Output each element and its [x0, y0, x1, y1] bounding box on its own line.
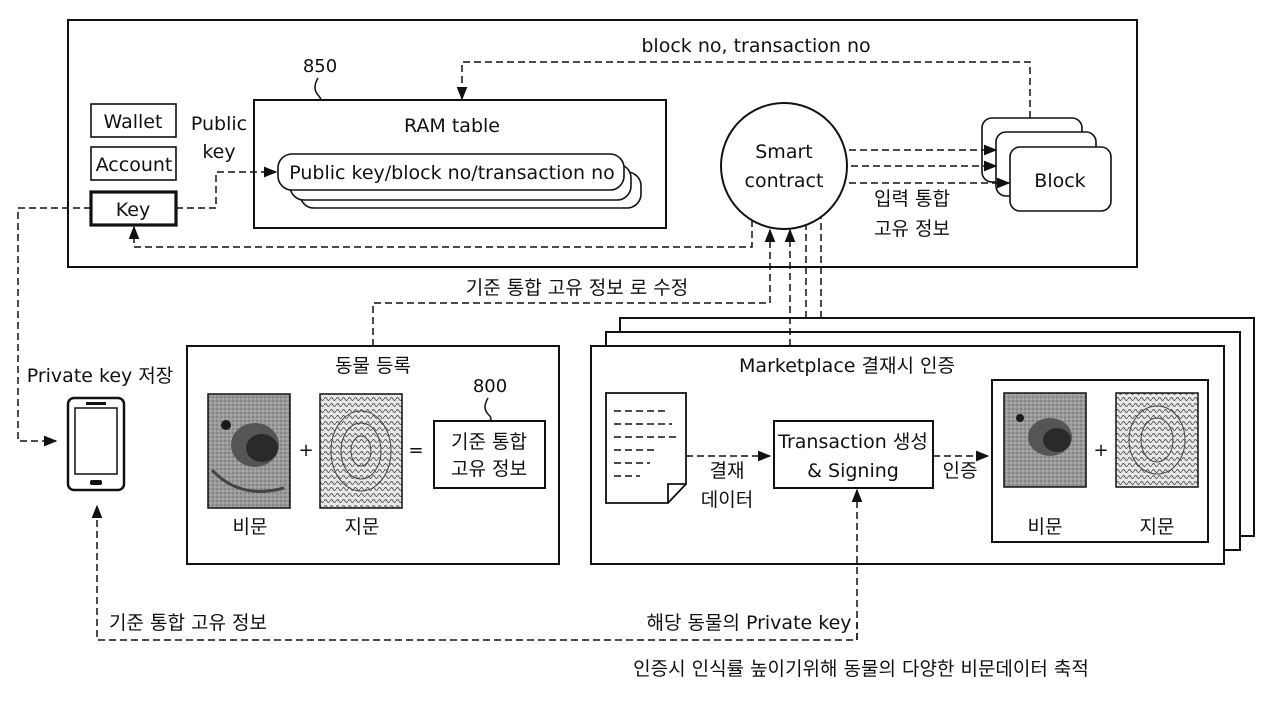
animal-private-key-label: 해당 동물의 Private key	[646, 612, 851, 634]
key-label: Key	[116, 199, 150, 221]
fingerprint-label: 지문	[345, 516, 380, 538]
payment-data-line2: 데이터	[701, 489, 753, 511]
payment-data-line1: 결재	[710, 460, 745, 482]
public-key-label-line2: key	[202, 141, 235, 163]
equals-sign: =	[408, 440, 423, 461]
marketplace-title: Marketplace 결재시 인증	[739, 355, 955, 377]
registration-to-sc-arrow	[372, 228, 776, 346]
plus-sign: +	[298, 440, 313, 461]
block-no-transaction-no-label: block no, transaction no	[641, 35, 870, 57]
ram-table-entry-text: Public key/block no/transaction no	[289, 162, 615, 184]
sc-to-key-arrow	[128, 220, 753, 248]
auth-plus-sign: +	[1093, 440, 1108, 461]
smart-contract-line1: Smart	[755, 141, 812, 163]
bottom-label-bg-right	[644, 606, 854, 636]
transaction-box	[773, 420, 934, 489]
key-to-phone-arrow	[17, 207, 91, 447]
fingerprint-image	[319, 393, 403, 509]
input-info-line1: 입력 통합	[874, 188, 950, 210]
auth-dog-nose-photo	[1003, 392, 1087, 488]
auth-nose-print-label: 비문	[1028, 516, 1063, 538]
ref-800-leader	[484, 397, 492, 422]
ram-table-title: RAM table	[404, 115, 500, 137]
ram-table-entry	[277, 153, 625, 191]
wallet-label: Wallet	[104, 111, 163, 133]
wallet-box	[90, 103, 177, 138]
transaction-line1: Transaction 생성	[777, 431, 928, 453]
reference-info-box	[433, 420, 546, 489]
public-key-label-line1: Public	[191, 113, 247, 135]
animal-registration-title: 동물 등록	[335, 355, 411, 377]
reference-info-line1: 기준 통합	[451, 431, 527, 453]
accumulate-note: 인증시 인식률 높이기위해 동물의 다양한 비문데이터 축적	[633, 658, 1089, 680]
smartphone-icon	[66, 396, 126, 492]
smart-contract-line2: contract	[745, 170, 824, 192]
dog-nose-photo	[207, 393, 291, 509]
auth-fingerprint-label: 지문	[1140, 516, 1175, 538]
bottom-flow-to-phone-arrow	[91, 504, 858, 641]
auth-fingerprint-image	[1115, 392, 1199, 488]
ref-800: 800	[473, 376, 507, 397]
key-to-ram-arrow	[176, 166, 278, 209]
reference-info-line2: 고유 정보	[451, 458, 527, 480]
document-icon	[605, 392, 687, 504]
private-key-storage-label: Private key 저장	[27, 365, 174, 387]
account-label: Account	[96, 154, 173, 176]
modify-label: 기준 통합 고유 정보 로 수정	[466, 277, 688, 299]
transaction-line2: & Signing	[807, 460, 899, 482]
ref-850: 850	[303, 56, 337, 77]
authentication-label: 인증	[943, 460, 978, 482]
smart-contract-circle	[720, 102, 848, 230]
account-box	[90, 146, 177, 181]
block-label: Block	[1034, 170, 1085, 192]
bottom-reference-info-label: 기준 통합 고유 정보	[109, 612, 267, 634]
bottom-label-bg-left	[98, 606, 278, 636]
nose-print-label: 비문	[233, 516, 268, 538]
block-to-ram-arrow	[456, 61, 1031, 118]
input-info-line2: 고유 정보	[874, 218, 950, 240]
